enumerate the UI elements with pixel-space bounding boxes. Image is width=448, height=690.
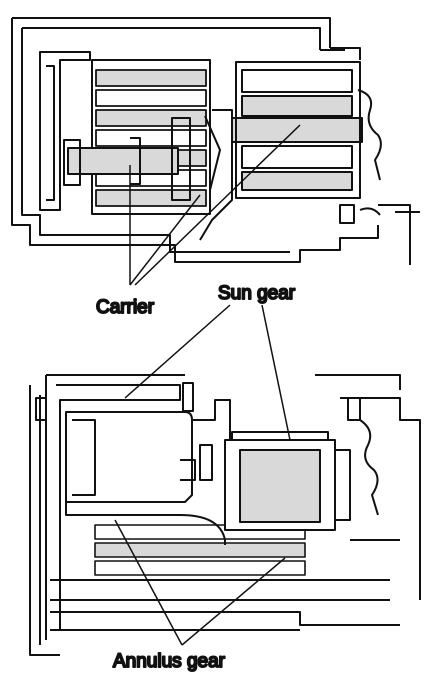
top-housing-flange xyxy=(320,47,361,60)
top-assembly xyxy=(11,17,420,265)
sun-gear-label: Sun gear xyxy=(218,283,296,304)
carrier-label: Carrier xyxy=(96,297,155,318)
top-carrier-block xyxy=(63,117,191,201)
top-leader-lines xyxy=(129,124,301,286)
top-output-shaft xyxy=(378,204,420,265)
bottom-sun-gear xyxy=(224,431,351,531)
top-hub xyxy=(199,109,233,241)
top-outer-housing xyxy=(11,17,379,263)
bottom-rails xyxy=(50,579,400,631)
annulus-leader-lines xyxy=(114,519,286,646)
bottom-annulus-drum xyxy=(65,411,193,503)
bottom-outer-housing xyxy=(29,374,401,656)
top-right-gearset xyxy=(231,61,363,199)
bottom-return-spring xyxy=(359,419,379,516)
top-return-spring xyxy=(357,89,382,181)
top-left-drum xyxy=(39,51,91,211)
bottom-inner-housing xyxy=(39,384,181,645)
annulus-gear-label: Annulus gear xyxy=(113,651,226,672)
sun-gear-leader-lines xyxy=(124,304,291,441)
bottom-sleeve xyxy=(65,502,226,545)
bottom-right-housing xyxy=(340,397,421,600)
bottom-lower-splines xyxy=(94,524,306,576)
bottom-assembly xyxy=(29,374,421,656)
bottom-center-hub xyxy=(192,399,231,481)
